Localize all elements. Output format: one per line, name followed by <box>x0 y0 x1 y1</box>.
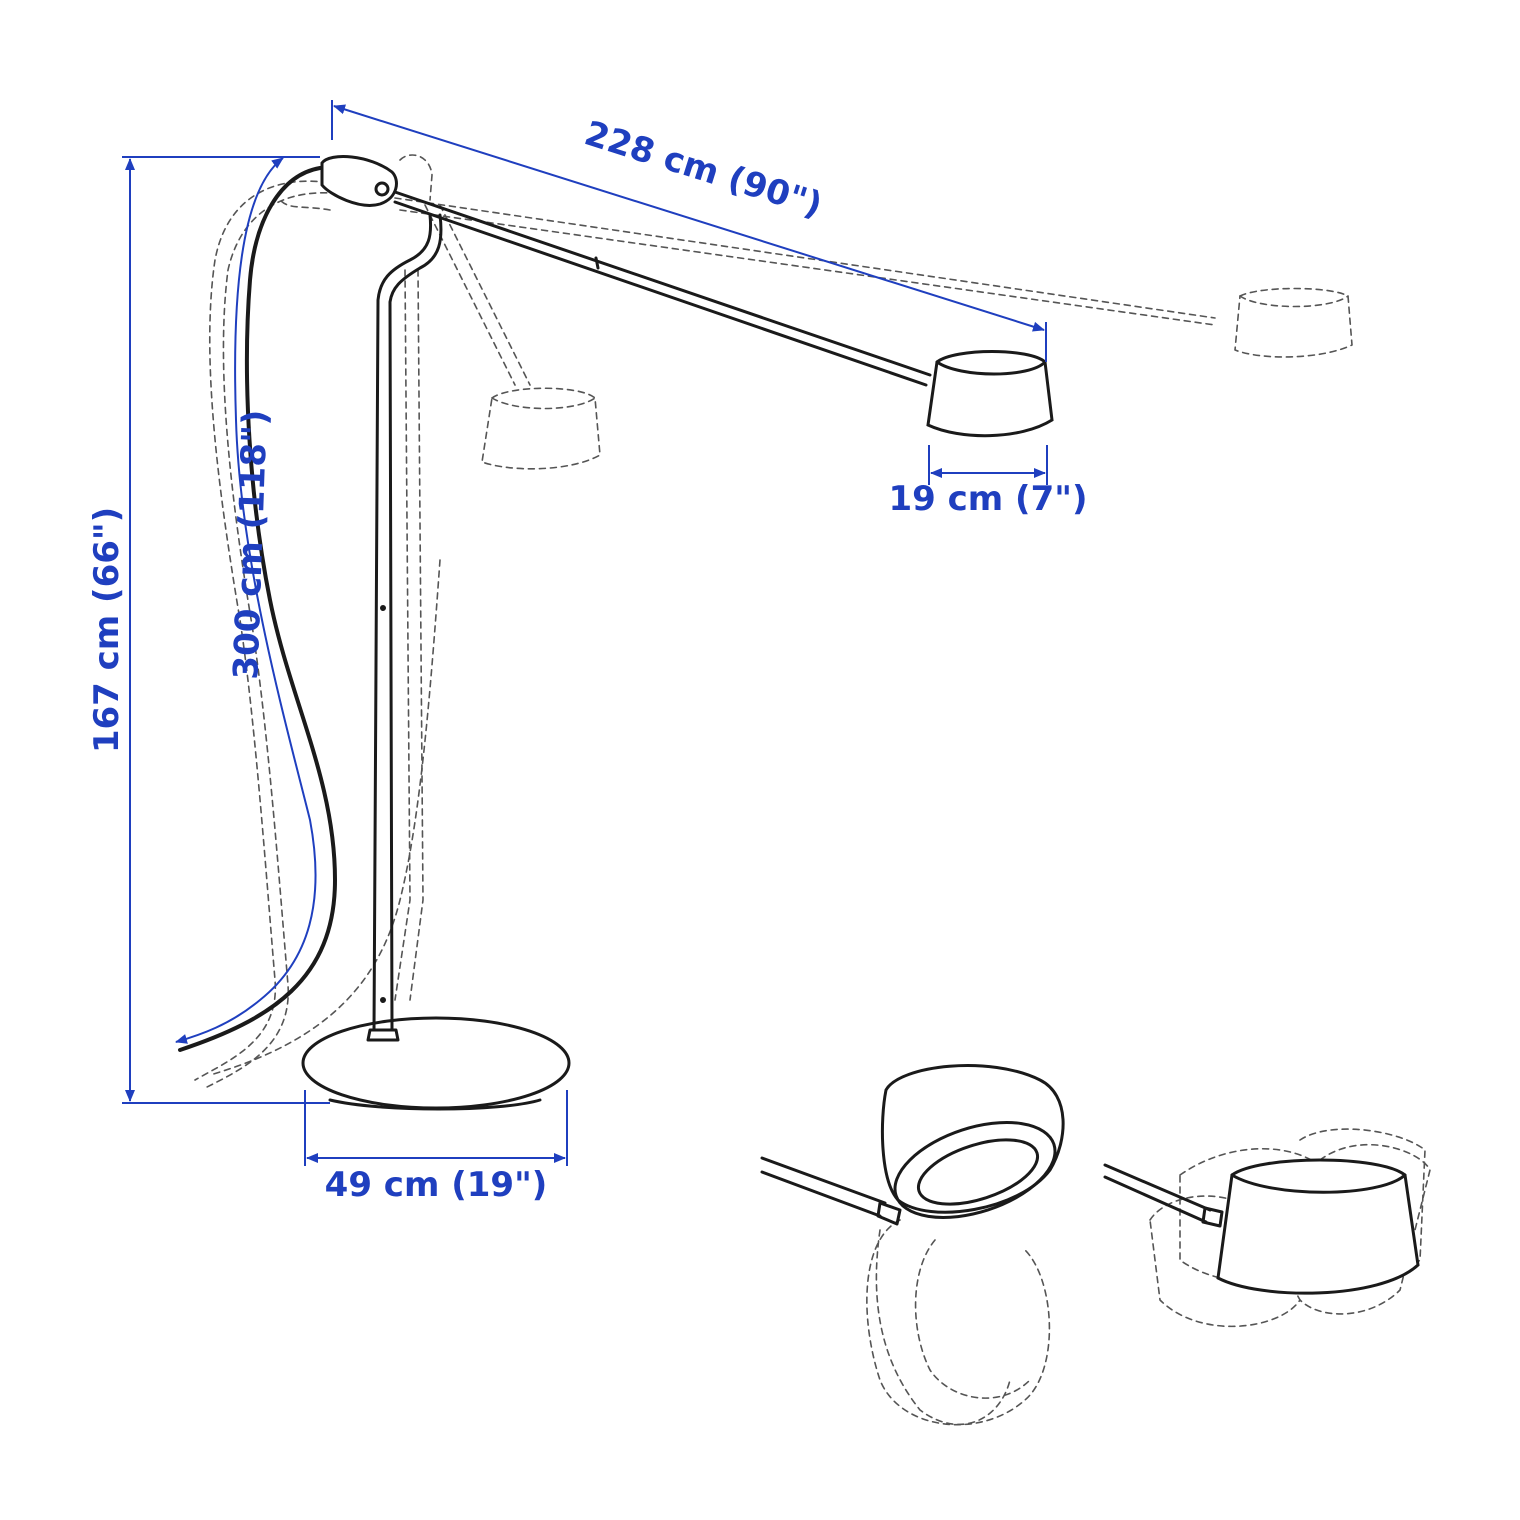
shade-diameter-label: 19 cm (7") <box>888 479 1087 519</box>
lamp-arm <box>393 190 932 377</box>
lamp-head <box>320 155 398 207</box>
height-label: 167 cm (66") <box>87 507 127 753</box>
arm-length-label: 228 cm (90") <box>580 113 827 225</box>
lamp-base <box>301 1016 571 1110</box>
lamp-shade <box>926 350 1054 438</box>
dimension-labels: 228 cm (90") 19 cm (7") 167 cm (66") 300… <box>87 113 1088 1205</box>
lamp-main <box>178 155 1054 1111</box>
ghost-positions <box>194 154 1353 1089</box>
detail-tilt-view <box>760 1064 1065 1426</box>
dimension-lines <box>122 100 1048 1166</box>
detail-rotate-view <box>1103 1128 1431 1328</box>
arm-length-dimension <box>333 104 1045 332</box>
cord-length-label: 300 cm (118") <box>226 409 275 680</box>
base-diameter-label: 49 cm (19") <box>325 1165 548 1205</box>
cord-length-dimension <box>175 157 317 1044</box>
